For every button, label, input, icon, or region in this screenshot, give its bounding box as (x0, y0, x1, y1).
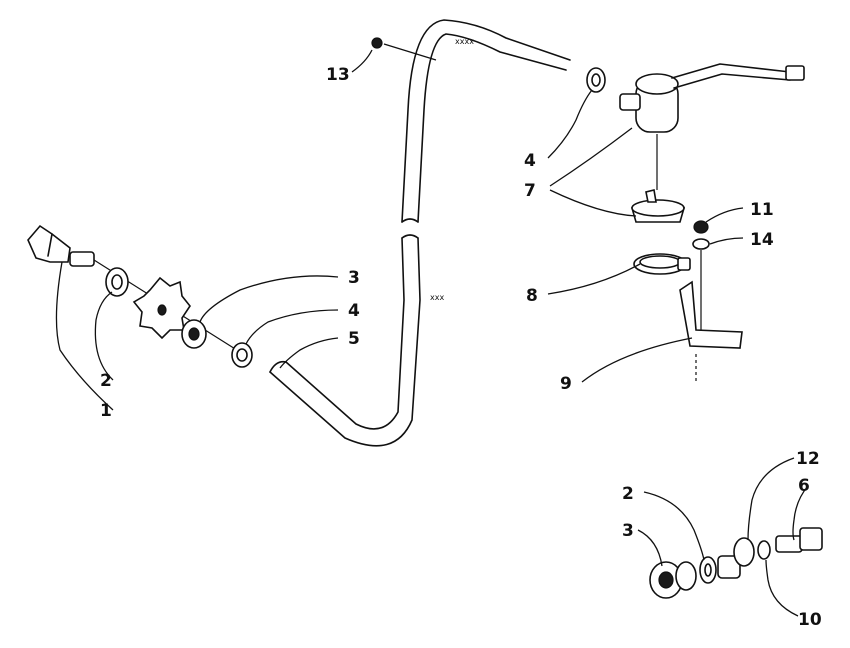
callout-4: 4 (348, 301, 360, 321)
part-1-valve-handle (27, 224, 241, 353)
callout-1: 1 (100, 401, 112, 421)
callout-3: 3 (348, 268, 360, 288)
part-10-o-ring (757, 540, 771, 560)
callout-4-upper: 4 (524, 151, 536, 171)
part-9-mount-bracket (679, 250, 743, 382)
part-4-hose-clamp-right (586, 67, 606, 93)
callout-10: 10 (798, 610, 822, 630)
callout-12: 12 (796, 449, 820, 469)
callout-11: 11 (750, 200, 774, 220)
part-8-band-clamp (633, 253, 691, 275)
part-6-sensor-plug (775, 527, 823, 553)
callout-2: 2 (100, 371, 112, 391)
part-13-vent-fitting (371, 37, 437, 61)
svg-text:xxx: xxx (430, 293, 444, 302)
part-12-fitting (733, 537, 755, 567)
fuel-hose: xxx xxxx (269, 19, 571, 447)
callout-2-lower: 2 (622, 484, 634, 504)
callout-7: 7 (524, 181, 536, 201)
callout-6: 6 (798, 476, 810, 496)
part-7-fuel-pump (619, 63, 805, 190)
callout-5: 5 (348, 329, 360, 349)
fitting-thread-lower (717, 555, 741, 579)
part-3-nut (181, 319, 207, 349)
callout-3-lower: 3 (622, 521, 634, 541)
part-7-pump-cup (630, 189, 686, 223)
part-2-washer-lower (699, 556, 717, 584)
star-knob (132, 276, 191, 340)
callout-14: 14 (750, 230, 774, 250)
svg-text:xxxx: xxxx (455, 37, 474, 46)
part-11-nut (693, 220, 709, 234)
leader-lines (55, 49, 809, 617)
callout-13: 13 (326, 65, 350, 85)
part-4-hose-clamp-left (231, 342, 253, 368)
part-2-washer (105, 267, 129, 297)
callout-labels: 1 2 3 4 5 13 4 7 11 14 8 9 12 2 6 3 10 (100, 65, 822, 630)
fitting-body-lower (675, 561, 697, 591)
callout-8: 8 (526, 286, 538, 306)
callout-9: 9 (560, 374, 572, 394)
part-14-washer (692, 238, 710, 250)
